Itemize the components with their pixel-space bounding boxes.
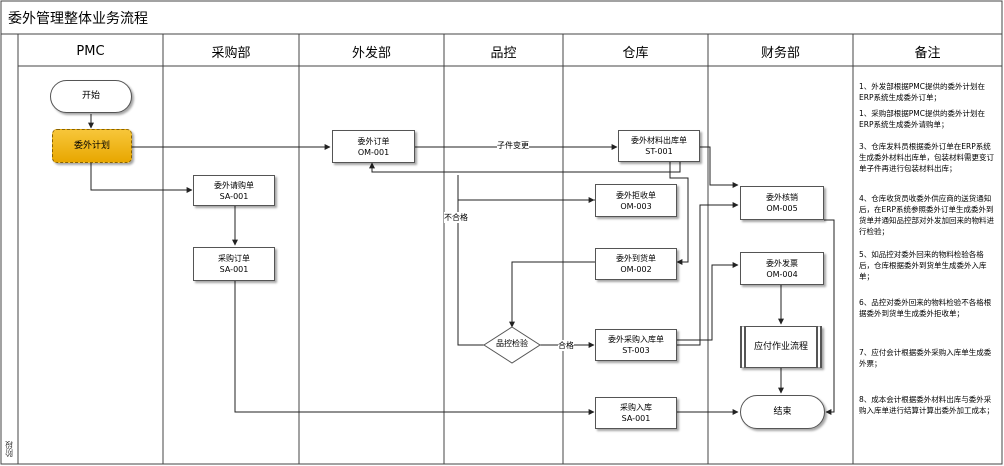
arrival-name: 委外到货单 (616, 254, 656, 263)
note-3: 3、仓库发料员根据委外订单在ERP系统生成委外材料出库单，包装材料需更变订单子件… (859, 142, 994, 173)
lane-header-quality: 品控 (490, 45, 517, 61)
verify-code: OM-005 (766, 204, 798, 213)
material-out-code: ST-001 (645, 147, 673, 156)
lane-header-notes: 备注 (914, 45, 941, 61)
end-label: 结束 (773, 406, 792, 417)
edge-stockin-verify (677, 202, 739, 346)
edge-material-verify (700, 146, 739, 188)
plan-label: 委外计划 (73, 140, 110, 151)
verify-name: 委外核销 (766, 193, 798, 202)
verify-node: 委外核销 OM-005 (740, 186, 824, 220)
pr-name: 委外请购单 (214, 180, 254, 190)
edge-stockin-invoice (677, 262, 739, 341)
plan-node: 委外计划 (52, 129, 132, 163)
purchase-in-code: SA-001 (621, 414, 651, 423)
start-node: 开始 (50, 80, 132, 113)
purchase-in-node: 采购入库 SA-001 (595, 397, 677, 429)
po-name: 采购订单 (218, 254, 250, 263)
edge-po-purchasein (234, 281, 595, 415)
end-node: 结束 (740, 395, 825, 429)
material-out-name: 委外材料出库单 (631, 136, 687, 145)
lane-header-outsourcing: 外发部 (351, 45, 391, 61)
edge-arrival-inspect (509, 261, 596, 328)
note-5: 5、如品控对委外回来的物料检验各格后，仓库根据委外到货单生成委外入库单； (859, 250, 987, 281)
pr-code: SA-001 (219, 191, 249, 201)
edge-label-pass: 合格 (558, 340, 574, 351)
edge-verify-end (824, 219, 835, 415)
reject-code: OM-003 (620, 201, 652, 211)
material-out-node: 委外材料出库单 ST-001 (618, 130, 700, 162)
edge-inspect-reject (457, 197, 595, 346)
note-7: 7、应付会计根据委外采购入库单生成委外票； (859, 348, 992, 368)
reject-name: 委外拒收单 (616, 190, 656, 200)
purchase-in-name: 采购入库 (620, 403, 652, 412)
note-8: 8、成本会计根据委外材料出库与委外采购入库单进行结算计算出委外加工成本； (859, 395, 994, 415)
edge-material-arrival (669, 162, 689, 265)
note-1: 1、外发部根据PMC提供的委外计划在ERP系统生成委外订单； (859, 82, 986, 102)
lane-header-warehouse: 仓库 (622, 45, 649, 61)
purchase-order-node: 采购订单 SA-001 (193, 247, 275, 281)
invoice-name: 委外发票 (766, 258, 798, 268)
edge-plan-pr (90, 163, 193, 193)
lane-header-finance: 财务部 (760, 45, 800, 61)
edge-material-order (369, 162, 681, 173)
edge-reject-order (457, 175, 596, 201)
lane-header-pmc: PMC (76, 43, 105, 59)
diagram-title: 委外管理整体业务流程 (8, 11, 148, 27)
arrival-code: OM-002 (620, 265, 652, 274)
edge-label-fail: 不合格 (444, 212, 468, 223)
inspect-diamond (483, 326, 541, 364)
arrival-node: 委外到货单 OM-002 (595, 248, 677, 280)
phase-label: 阶段 (4, 441, 14, 457)
start-label: 开始 (81, 91, 100, 101)
stock-in-node: 委外采购入库单 ST-003 (595, 329, 677, 361)
note-6: 6、品控对委外回来的物料检验不各格根据委外到货单生成委外拒收单； (859, 298, 992, 318)
note-2: 1、采购部根据PMC提供的委外计划在ERP系统生成委外请购单； (859, 109, 986, 129)
connectors (88, 114, 835, 415)
payable-process-node: 应付作业流程 (740, 326, 822, 368)
order-code: OM-001 (357, 147, 390, 157)
lane-header-purchasing: 采购部 (211, 45, 251, 61)
invoice-code: OM-004 (766, 269, 798, 279)
note-4: 4、仓库收货员收委外供应商的送货通知后，在ERP系统参照委外订单生成委外到货单并… (859, 194, 994, 236)
inspect-label: 品控检验 (496, 339, 528, 348)
stock-in-name: 委外采购入库单 (608, 335, 664, 344)
order-name: 委外订单 (357, 136, 390, 146)
payable-label: 应付作业流程 (753, 341, 808, 352)
edge-label-sub-change: 子件变更 (497, 140, 529, 151)
stock-in-code: ST-003 (622, 346, 650, 355)
po-code: SA-001 (219, 265, 249, 274)
